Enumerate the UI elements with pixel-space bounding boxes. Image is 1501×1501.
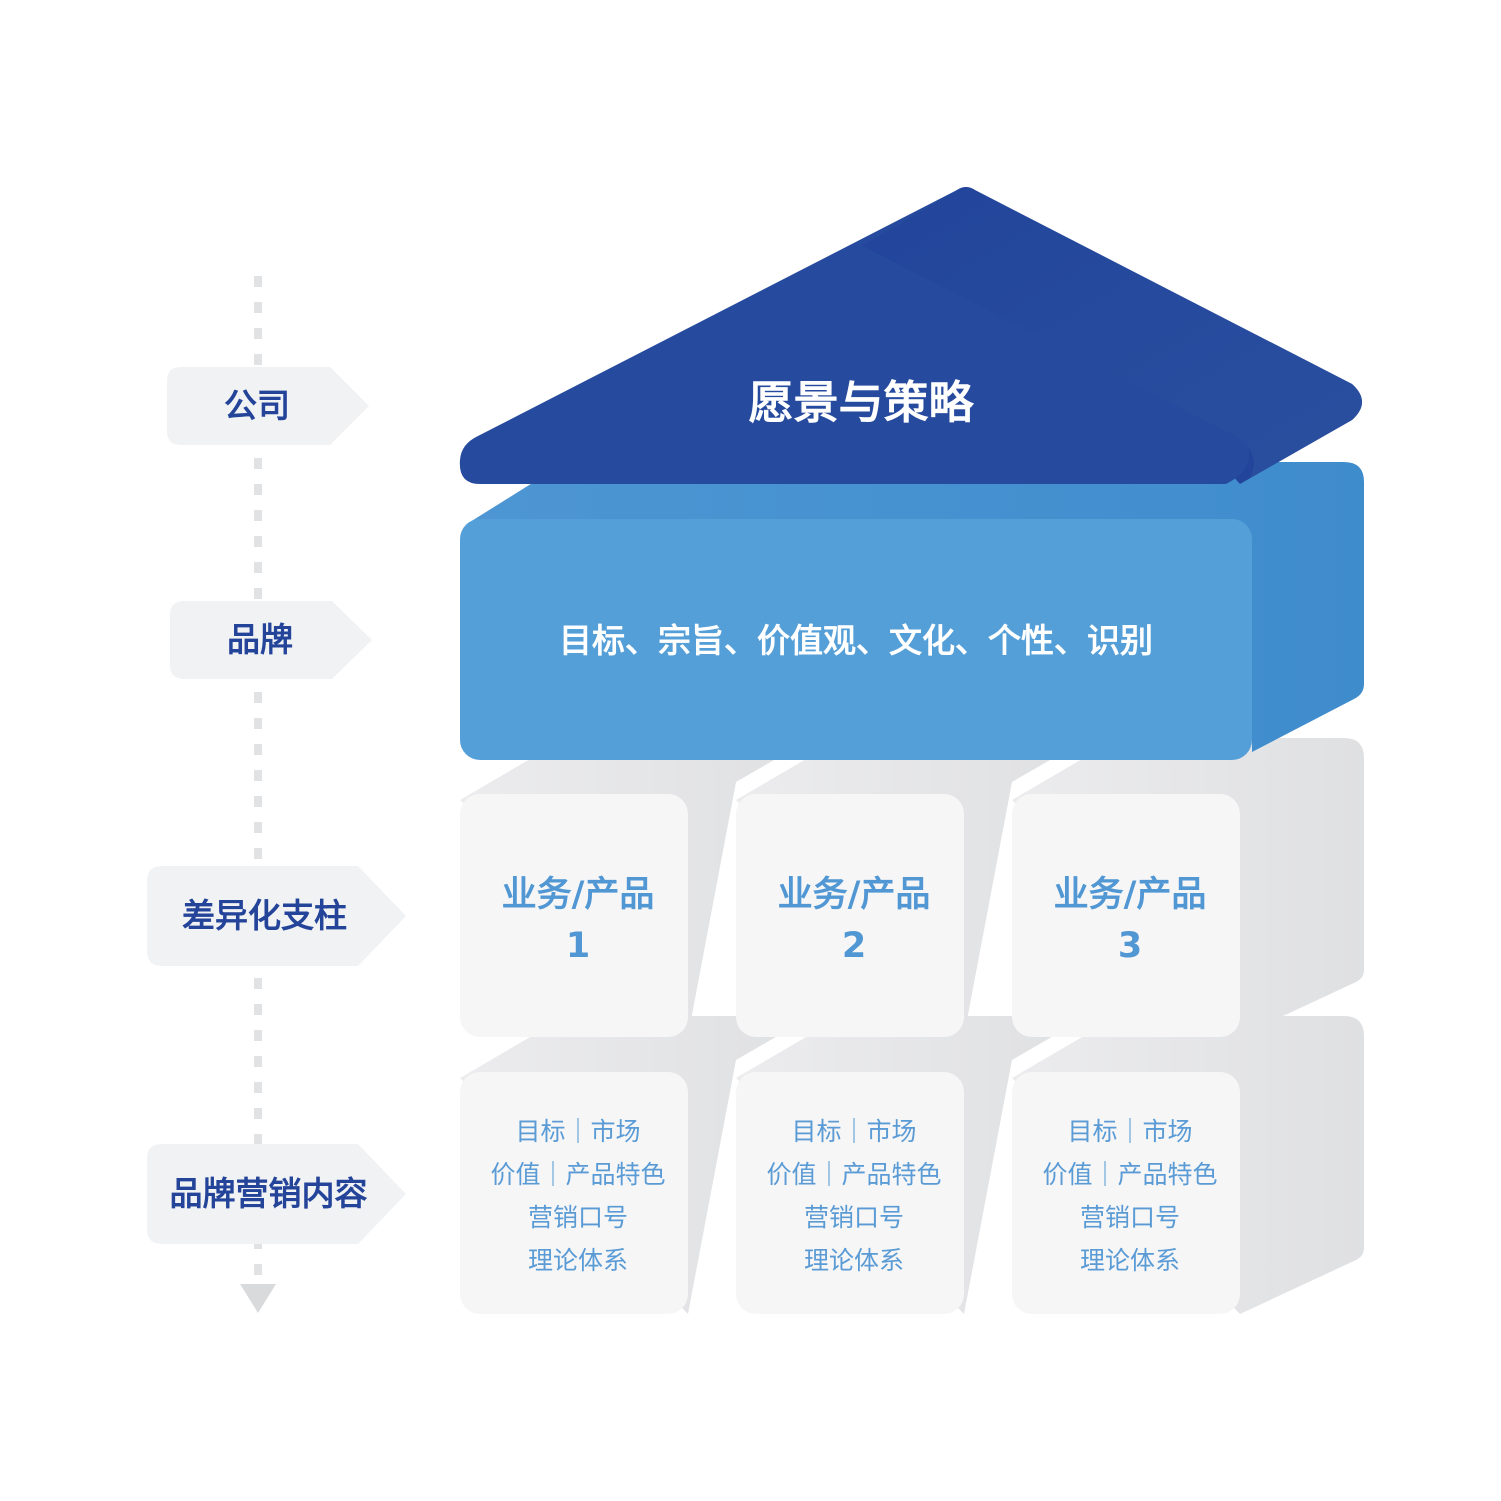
pillar-block-3-shape <box>1012 738 1364 1037</box>
pillar-1-number: 1 <box>565 926 591 966</box>
pillar-3-number: 3 <box>1117 926 1143 966</box>
content-3-line-1: 目标｜市场 <box>1067 1117 1193 1146</box>
level-tag-content-shape <box>147 1144 406 1244</box>
pillar-2-label: 业务/产品 2 <box>736 870 972 972</box>
level-label-brand: 品牌 <box>227 620 293 659</box>
level-tag-pillars-shape <box>147 866 406 966</box>
roof-title: 愿景与策略 <box>748 376 974 429</box>
pillar-block-1-shape <box>460 738 812 1037</box>
content-block-2-list: 目标｜市场 价值｜产品特色 营销口号 理论体系 <box>736 1110 972 1282</box>
level-label-content: 品牌营销内容 <box>169 1174 368 1213</box>
brand-attributes-text: 目标、宗旨、价值观、文化、个性、识别 <box>559 621 1153 660</box>
content-1-line-3: 营销口号 <box>527 1203 628 1232</box>
content-3-line-4: 理论体系 <box>1079 1246 1180 1275</box>
pillar-3-title: 业务/产品 <box>1053 875 1207 915</box>
pillar-3-label: 业务/产品 3 <box>1012 870 1248 972</box>
content-block-3-shape <box>1012 1016 1364 1314</box>
pillar-1-title: 业务/产品 <box>501 875 655 915</box>
content-2-line-4: 理论体系 <box>803 1246 904 1275</box>
content-block-1-list: 目标｜市场 价值｜产品特色 营销口号 理论体系 <box>460 1110 696 1282</box>
content-1-line-1: 目标｜市场 <box>515 1117 641 1146</box>
pillar-2-number: 2 <box>841 926 867 966</box>
content-block-2-shape <box>736 1016 1088 1314</box>
pillar-2-title: 业务/产品 <box>777 875 931 915</box>
level-tag-company-shape <box>167 367 369 445</box>
content-2-line-2: 价值｜产品特色 <box>766 1160 942 1189</box>
content-block-1-shape <box>460 1016 812 1314</box>
pillar-1-label: 业务/产品 1 <box>460 870 696 972</box>
brand-block-shape <box>460 462 1364 760</box>
flow-arrow-head <box>240 1284 276 1313</box>
level-label-pillars: 差异化支柱 <box>182 896 347 935</box>
content-2-line-3: 营销口号 <box>803 1203 904 1232</box>
level-label-company: 公司 <box>224 386 290 425</box>
content-1-line-2: 价值｜产品特色 <box>490 1160 666 1189</box>
level-tag-brand-shape <box>170 601 372 679</box>
content-3-line-3: 营销口号 <box>1079 1203 1180 1232</box>
content-block-3-list: 目标｜市场 价值｜产品特色 营销口号 理论体系 <box>1012 1110 1248 1282</box>
pillar-block-2-shape <box>736 738 1088 1037</box>
roof-shape <box>459 187 1362 484</box>
content-1-line-4: 理论体系 <box>527 1246 628 1275</box>
content-3-line-2: 价值｜产品特色 <box>1042 1160 1218 1189</box>
content-2-line-1: 目标｜市场 <box>791 1117 917 1146</box>
